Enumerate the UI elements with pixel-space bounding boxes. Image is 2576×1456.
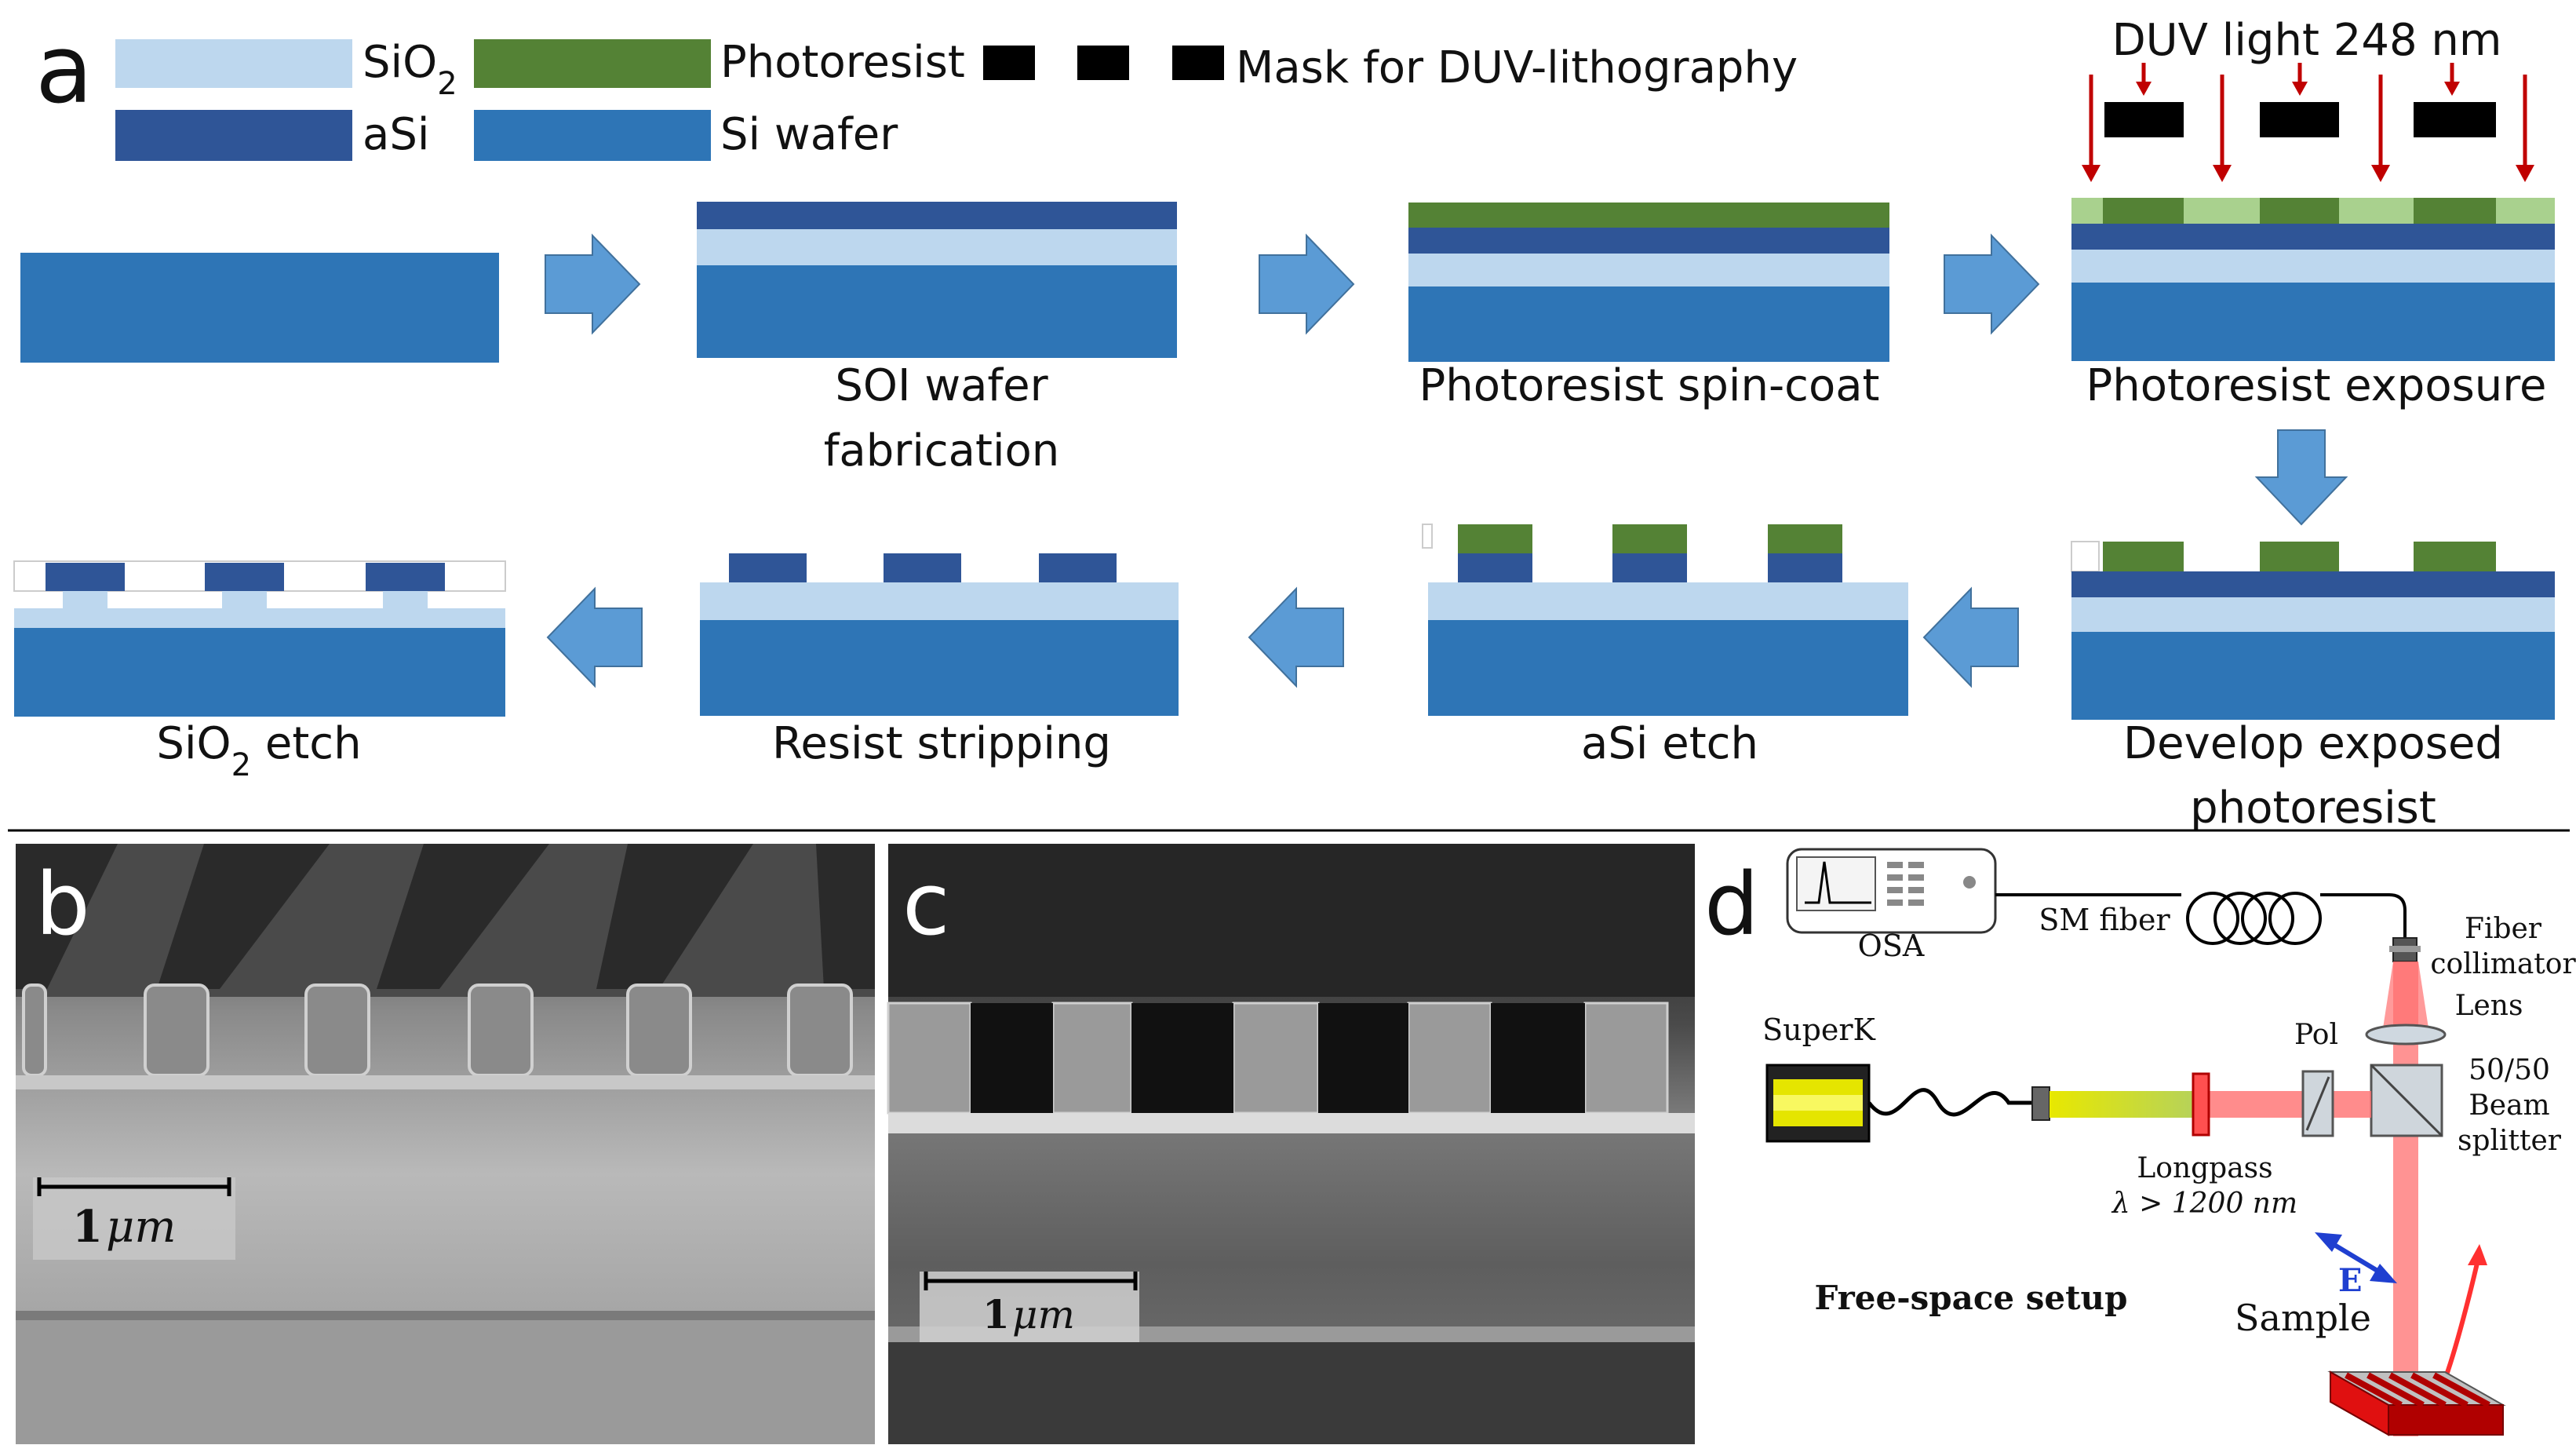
legend-label-mask: Mask for DUV-lithography (1236, 42, 1798, 93)
beam-cone (2383, 962, 2428, 1028)
process-arrow-1 (545, 233, 641, 335)
fiber-label: Fiber (2465, 913, 2542, 945)
laser-beam-horizontal (2195, 1091, 2371, 1118)
bs-label-3: splitter (2458, 1125, 2562, 1157)
process-arrow-6 (546, 586, 643, 688)
step-label-soi-1: SOI wafer (835, 360, 1048, 411)
fiber-coil (2186, 892, 2407, 945)
scale-bar-c: 1 μm (920, 1272, 1139, 1342)
legend-swatch-photoresist (474, 39, 711, 88)
step-label-asi-etch: aSi etch (1581, 718, 1758, 769)
step-label-develop-1: Develop exposed (2123, 718, 2503, 769)
free-space-label: Free-space setup (1815, 1279, 2128, 1317)
white-light-beam (2050, 1091, 2195, 1118)
mask-block-1 (2104, 102, 2184, 137)
legend-mask-block-1 (983, 46, 1035, 80)
legend-label-asi: aSi (363, 109, 429, 160)
step3-spincoat-stack (1408, 203, 1889, 362)
step-label-exposure: Photoresist exposure (2086, 360, 2547, 411)
step6-asi-etch-stack (1422, 524, 1908, 716)
source-fiber (1867, 1088, 2032, 1117)
process-arrow-5 (1248, 586, 1344, 688)
legend-mask-block-3 (1172, 46, 1224, 80)
step4-exposure-stack (2071, 198, 2555, 361)
polarizer (2301, 1070, 2334, 1137)
step1-si-wafer (20, 253, 499, 363)
sem-image-c (887, 844, 1695, 1444)
scale-bar-b-number: 1 (72, 1201, 103, 1253)
source-collimator (2031, 1086, 2050, 1121)
process-arrow-4 (1922, 586, 2019, 688)
process-arrow-2 (1259, 233, 1355, 335)
longpass-condition: λ > 1200 nm (2111, 1188, 2297, 1220)
mask-block-2 (2260, 102, 2339, 137)
legend-label-si-wafer: Si wafer (720, 109, 898, 160)
reflection-arrowhead (2468, 1244, 2487, 1265)
legend-swatch-si-wafer (474, 110, 711, 161)
scale-bar-c-number: 1 (982, 1291, 1010, 1337)
sm-fiber-label: SM fiber (2039, 903, 2170, 937)
legend: SiO2 aSi Photoresist Si wafer Mask for D… (115, 37, 1798, 161)
process-arrow-down (2254, 429, 2348, 526)
sample-chip (2327, 1370, 2506, 1436)
legend-swatch-sio2 (115, 39, 352, 88)
sample-label: Sample (2235, 1297, 2371, 1339)
superk-source (1765, 1064, 1871, 1143)
panel-label-a: a (35, 16, 93, 125)
step-label-soi-2: fabrication (824, 425, 1060, 476)
osa-label: OSA (1858, 929, 1925, 963)
panel-label-b: b (35, 854, 90, 954)
duv-light-arrows (2082, 63, 2534, 182)
step8-sio2-etch-stack (13, 560, 506, 717)
longpass-label: Longpass (2137, 1152, 2272, 1184)
superk-label: SuperK (1762, 1013, 1875, 1047)
legend-label-photoresist: Photoresist (720, 37, 965, 88)
collimator-label: collimator (2430, 948, 2576, 980)
osa-device (1786, 848, 1997, 934)
legend-swatch-asi (115, 110, 352, 161)
step-label-resist-strip: Resist stripping (772, 718, 1111, 769)
reflection-arrow (2442, 1259, 2480, 1383)
scale-bar-b-unit: μm (106, 1202, 177, 1253)
fiber-collimator (2389, 937, 2421, 962)
mask-block-3 (2414, 102, 2496, 137)
step2-soi-stack (697, 202, 1177, 358)
legend-label-sio2: SiO2 (363, 37, 457, 102)
pol-label: Pol (2294, 1019, 2338, 1051)
lens (2365, 1024, 2447, 1045)
sem-image-b (16, 844, 875, 1444)
lens-label: Lens (2455, 990, 2523, 1022)
longpass-filter (2192, 1072, 2210, 1137)
process-arrow-3 (1944, 233, 2040, 335)
scale-bar-c-unit: μm (1012, 1292, 1075, 1337)
step-label-sio2-etch: SiO2 etch (156, 718, 361, 783)
step7-resist-strip-stack (700, 553, 1179, 716)
panel-label-d: d (1704, 854, 1759, 954)
efield-label: E (2338, 1262, 2363, 1299)
scale-bar-b: 1 μm (33, 1177, 235, 1260)
efield-arrow (2315, 1232, 2397, 1283)
step-label-spincoat: Photoresist spin-coat (1419, 360, 1880, 411)
bs-label-1: 50/50 (2469, 1054, 2550, 1086)
legend-mask-block-2 (1077, 46, 1129, 80)
step5-develop-stack (2071, 541, 2555, 720)
duv-light-label: DUV light 248 nm (2112, 15, 2502, 66)
bs-label-2: Beam (2469, 1089, 2549, 1122)
step-label-develop-2: photoresist (2190, 783, 2436, 834)
beam-splitter (2370, 1064, 2443, 1137)
panel-label-c: c (902, 854, 949, 954)
